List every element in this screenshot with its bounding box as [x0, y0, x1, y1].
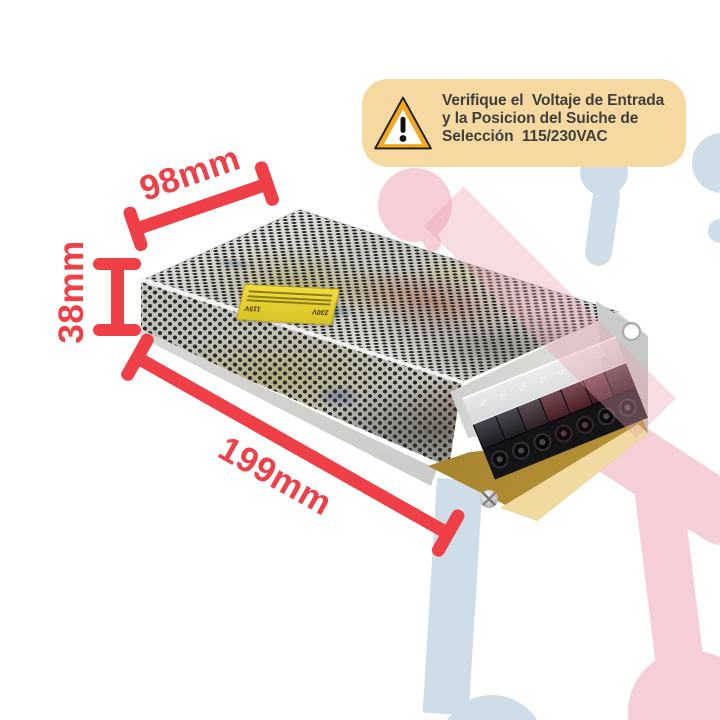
- terminal-number: 4: [534, 371, 550, 387]
- sticker-voltage-115: 115V: [244, 304, 262, 312]
- terminal-number: 1: [476, 395, 492, 410]
- terminal-number: 3: [515, 379, 531, 395]
- pink-balloon-top: [378, 168, 452, 242]
- warning-sticker: 230V 115V: [235, 283, 341, 326]
- terminal-number: 2: [495, 387, 511, 403]
- warning-line-3: Selección 115/230VAC: [442, 127, 608, 145]
- dimension-width: 98mm: [121, 138, 281, 253]
- pink-balloon-bottom-head: [628, 650, 720, 720]
- dimension-height: 38mm: [52, 240, 141, 344]
- warning-line-1: Verifique el Voltaje de Entrada: [442, 92, 665, 109]
- warning-text: Verifique el Voltaje de Entrada y la Pos…: [442, 92, 664, 145]
- warning-line-2: y la Posicion del Suiche de: [442, 109, 639, 127]
- sticker-voltage-230: 230V: [311, 307, 330, 316]
- dimension-height-label: 38mm: [52, 240, 91, 344]
- base-screw: [480, 490, 498, 508]
- flange-screw-hole: [622, 322, 641, 341]
- warning-banner: Verifique el Voltaje de Entrada y la Pos…: [362, 79, 686, 167]
- warning-triangle-icon: [374, 96, 432, 150]
- blue-balloon-top-stem: [583, 180, 622, 268]
- blue-circle-right-small: [708, 219, 720, 243]
- blue-circle-right-edge: [692, 133, 720, 193]
